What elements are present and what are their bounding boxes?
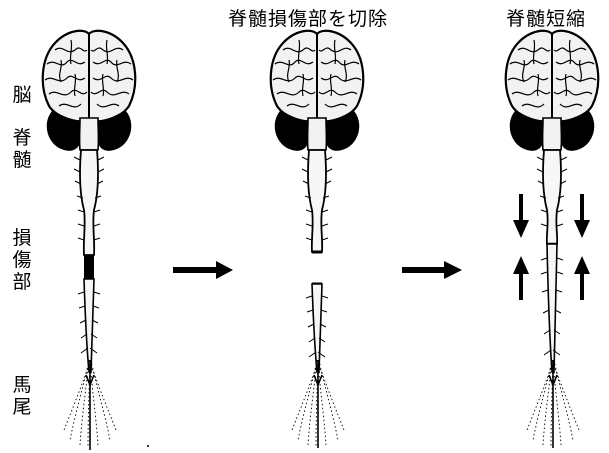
injury-segment — [84, 255, 94, 279]
up-arrow-icon — [513, 256, 529, 300]
brain-icon — [43, 31, 136, 151]
brain-icon — [506, 31, 599, 151]
right-arrow-icon — [402, 261, 462, 279]
shortened-cord-figure — [506, 31, 599, 448]
up-arrow-icon — [574, 256, 590, 300]
excised-cord-figure — [271, 31, 364, 448]
brain-icon — [271, 31, 364, 151]
down-arrow-icon — [574, 194, 590, 238]
intact-cord-figure — [43, 31, 136, 450]
down-arrow-icon — [513, 194, 529, 238]
right-arrow-icon — [173, 261, 233, 279]
